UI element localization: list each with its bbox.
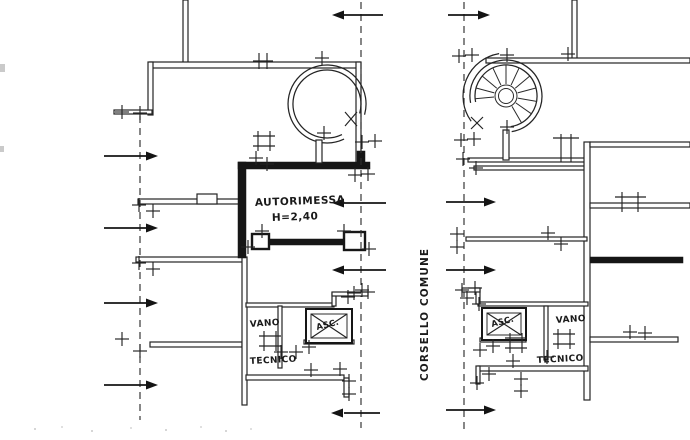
spiral-staircase <box>462 52 543 161</box>
garage-thick-walls <box>237 150 371 259</box>
section-line-3 <box>446 2 496 434</box>
door-jamb-marks <box>615 192 646 212</box>
section-arrow-right <box>446 10 496 415</box>
right-technical-rooms: ASC. VANO TECNICO <box>461 287 589 385</box>
opening-x-mark <box>344 111 358 127</box>
left-plan-walls <box>113 0 362 406</box>
corsello-comune-label: CORSELLO COMUNE <box>419 248 431 381</box>
right-tecnico-label: TECNICO <box>537 354 584 366</box>
section-arrow-left <box>331 10 386 418</box>
right-elevator-shaft: ASC. <box>481 307 527 341</box>
right-tick-marks <box>449 46 653 399</box>
left-elevator-shaft: ASC. <box>305 308 353 344</box>
column-mark <box>553 134 579 162</box>
left-tick-marks <box>114 50 383 402</box>
right-vano-label: VANO <box>556 314 587 326</box>
autorimessa-height-label: H=2,40 <box>272 210 319 224</box>
section-line-1 <box>104 116 158 420</box>
right-plan: ASC. VANO TECNICO <box>446 0 690 434</box>
left-vano-label: VANO <box>250 318 281 330</box>
circular-ramp <box>287 64 367 164</box>
section-line-2 <box>331 2 386 428</box>
section-arrow-right <box>104 151 158 390</box>
scan-specks <box>0 64 252 432</box>
left-technical-rooms: ASC. VANO TECNICO <box>245 291 369 398</box>
autorimessa-label: AUTORIMESSA <box>255 194 346 209</box>
left-plan: ASC. VANO TECNICO AUTORIMESSA H=2,40 <box>104 0 386 428</box>
stair-treads <box>475 65 537 124</box>
opening-x-mark <box>470 116 484 130</box>
right-plan-walls <box>465 0 690 401</box>
left-tecnico-label: TECNICO <box>250 355 297 367</box>
